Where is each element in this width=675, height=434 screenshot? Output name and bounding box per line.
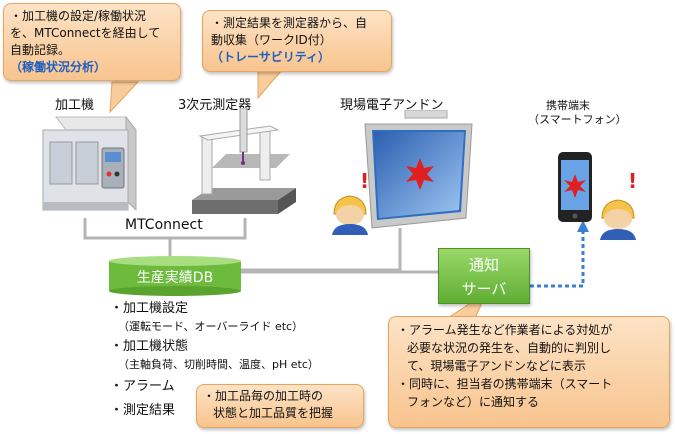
server-to-phone-line bbox=[530, 228, 585, 288]
server-label: 通知 bbox=[468, 256, 499, 274]
alert-burst-icon bbox=[406, 158, 434, 190]
svg-text:!: ! bbox=[360, 169, 369, 193]
callout-line: ・アラーム発生など作業者による対処が bbox=[397, 323, 613, 337]
server-label: サーバ bbox=[461, 280, 507, 298]
callout-line: ・同時に、担当者の携帯端末（スマート bbox=[397, 377, 613, 391]
callout-line: 動収集（ワークID付） bbox=[211, 33, 332, 47]
list-item: ・加工機状態 （主軸負荷、切削時間、温度、pH etc） bbox=[110, 338, 319, 374]
phone-label-sub: （スマートフォン） bbox=[528, 113, 627, 126]
callout-line: 状態と加工品質を把握 bbox=[213, 406, 334, 420]
callout-line: ・加工機の設定/稼働状況 bbox=[10, 9, 147, 23]
arrowhead-icon bbox=[577, 220, 589, 232]
db-to-andon-line bbox=[240, 228, 402, 272]
list-item-title: ・加工機設定 bbox=[110, 301, 189, 316]
andon-display-icon bbox=[364, 110, 473, 229]
svg-text:!: ! bbox=[628, 169, 637, 193]
callout-line: 必要な状況の発生を、自動的に判別し bbox=[407, 341, 612, 355]
list-item: ・アラーム bbox=[110, 378, 319, 396]
list-item: ・加工機設定 （運転モード、オーバーライド etc） bbox=[110, 300, 319, 336]
cmm-label: 3次元測定器 bbox=[178, 98, 252, 113]
callout-line: フォンなど）に通知する bbox=[407, 395, 540, 409]
database-icon bbox=[109, 256, 241, 296]
list-item: ・測定結果 bbox=[110, 402, 319, 420]
mtconnect-label: MTConnect bbox=[125, 217, 203, 233]
callout-left-pointer bbox=[109, 81, 140, 114]
callout-traceability: ・測定結果を測定器から、自 動収集（ワークID付） （トレーサビリティ） bbox=[202, 10, 392, 72]
callout-line: て、現場電子アンドンなどに表示 bbox=[407, 359, 586, 373]
phone-label: 携帯端末 bbox=[546, 99, 590, 112]
callout-highlight: （トレーサビリティ） bbox=[211, 50, 331, 64]
production-db: 生産実績DB bbox=[108, 255, 242, 297]
callout-line: 自動記録。 bbox=[10, 43, 71, 57]
list-item-sub: （運転モード、オーバーライド etc） bbox=[118, 320, 304, 333]
machine-label: 加工機 bbox=[55, 98, 95, 113]
list-item-title: ・加工機状態 bbox=[110, 339, 189, 354]
notification-server: 通知 サーバ bbox=[438, 248, 530, 304]
callout-highlight: （稼働状況分析） bbox=[10, 60, 107, 74]
list-item-sub: （主軸負荷、切削時間、温度、pH etc） bbox=[118, 358, 319, 371]
callout-quality: ・加工品毎の加工時の 状態と加工品質を把握 bbox=[196, 384, 364, 428]
callout-line: ・加工品毎の加工時の bbox=[203, 389, 324, 403]
list-item-title: ・測定結果 bbox=[110, 403, 176, 418]
db-items-list: ・加工機設定 （運転モード、オーバーライド etc） ・加工機状態 （主軸負荷、… bbox=[110, 300, 319, 420]
db-label: 生産実績DB bbox=[136, 270, 214, 286]
callout-line: ・測定結果を測定器から、自 bbox=[211, 16, 368, 30]
worker-icon: ! bbox=[332, 169, 369, 235]
cmm-icon bbox=[192, 108, 296, 214]
worker-icon: ! bbox=[600, 169, 637, 240]
andon-label: 現場電子アンドン bbox=[340, 98, 444, 113]
callout-line: を、MTConnectを経由して bbox=[10, 26, 161, 40]
callout-operating-status: ・加工機の設定/稼働状況 を、MTConnectを経由して 自動記録。 （稼働状… bbox=[3, 3, 181, 81]
list-item-title: ・アラーム bbox=[110, 379, 175, 394]
callout-alarm-notification: ・アラーム発生など作業者による対処が 必要な状況の発生を、自動的に判別し て、現… bbox=[388, 316, 670, 428]
smartphone-icon bbox=[558, 152, 592, 222]
machine-cmm-connector bbox=[83, 218, 247, 240]
machine-tool-icon bbox=[42, 115, 138, 212]
callout-right-pointer bbox=[257, 69, 284, 100]
